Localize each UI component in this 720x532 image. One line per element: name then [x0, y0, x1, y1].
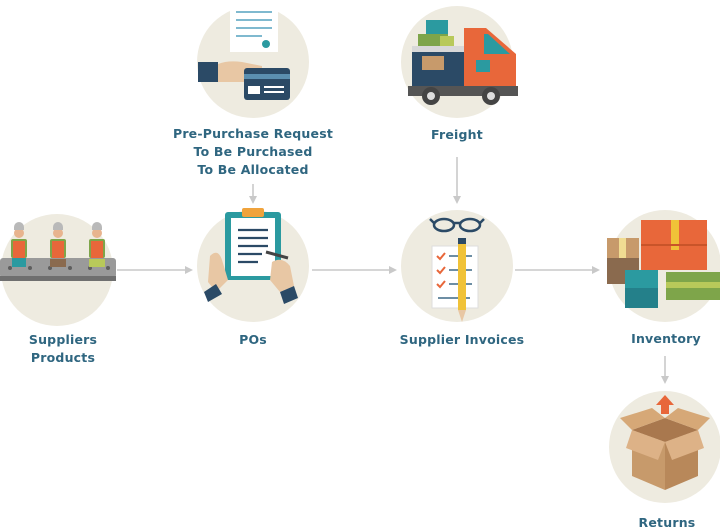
- flow-arrows: [117, 157, 669, 384]
- label-pre-purchase-request: Pre-Purchase Request To Be Purchased To …: [170, 125, 336, 179]
- request-label-line-1: Pre-Purchase Request: [172, 126, 334, 141]
- delivery-truck-icon: [408, 20, 518, 105]
- assembly-line-workers-icon: [0, 222, 116, 281]
- freight-label-line-1: Freight: [431, 127, 483, 142]
- label-freight: Freight: [407, 126, 507, 144]
- arrow-pos-to-invoices: [312, 266, 397, 274]
- card-payment-icon: [198, 0, 290, 100]
- suppliers-label-line-1: Suppliers: [28, 332, 98, 347]
- label-suppliers-products: Suppliers Products: [13, 331, 113, 367]
- invoices-label-line-1: Supplier Invoices: [399, 332, 525, 347]
- arrow-freight-to-invoices: [453, 157, 461, 204]
- request-label-line-3: To Be Allocated: [197, 162, 309, 177]
- invoice-with-glasses-icon: [429, 217, 485, 322]
- label-returns: Returns: [617, 514, 717, 532]
- inventory-label-line-1: Inventory: [631, 331, 701, 346]
- open-box-return-icon: [620, 395, 710, 490]
- returns-label-line-1: Returns: [638, 515, 696, 530]
- suppliers-label-line-2: Products: [30, 350, 96, 365]
- label-inventory: Inventory: [616, 330, 716, 348]
- pos-label-line-1: POs: [239, 332, 267, 347]
- label-pos: POs: [203, 331, 303, 349]
- clipboard-signing-icon: [204, 208, 298, 304]
- arrow-suppliers-to-pos: [117, 266, 193, 274]
- label-supplier-invoices: Supplier Invoices: [392, 331, 532, 349]
- stacked-boxes-icon: [607, 220, 720, 308]
- arrow-invoices-to-inventory: [515, 266, 600, 274]
- request-label-line-2: To Be Purchased: [193, 144, 313, 159]
- arrow-inventory-to-returns: [661, 356, 669, 384]
- arrow-request-to-pos: [249, 184, 257, 204]
